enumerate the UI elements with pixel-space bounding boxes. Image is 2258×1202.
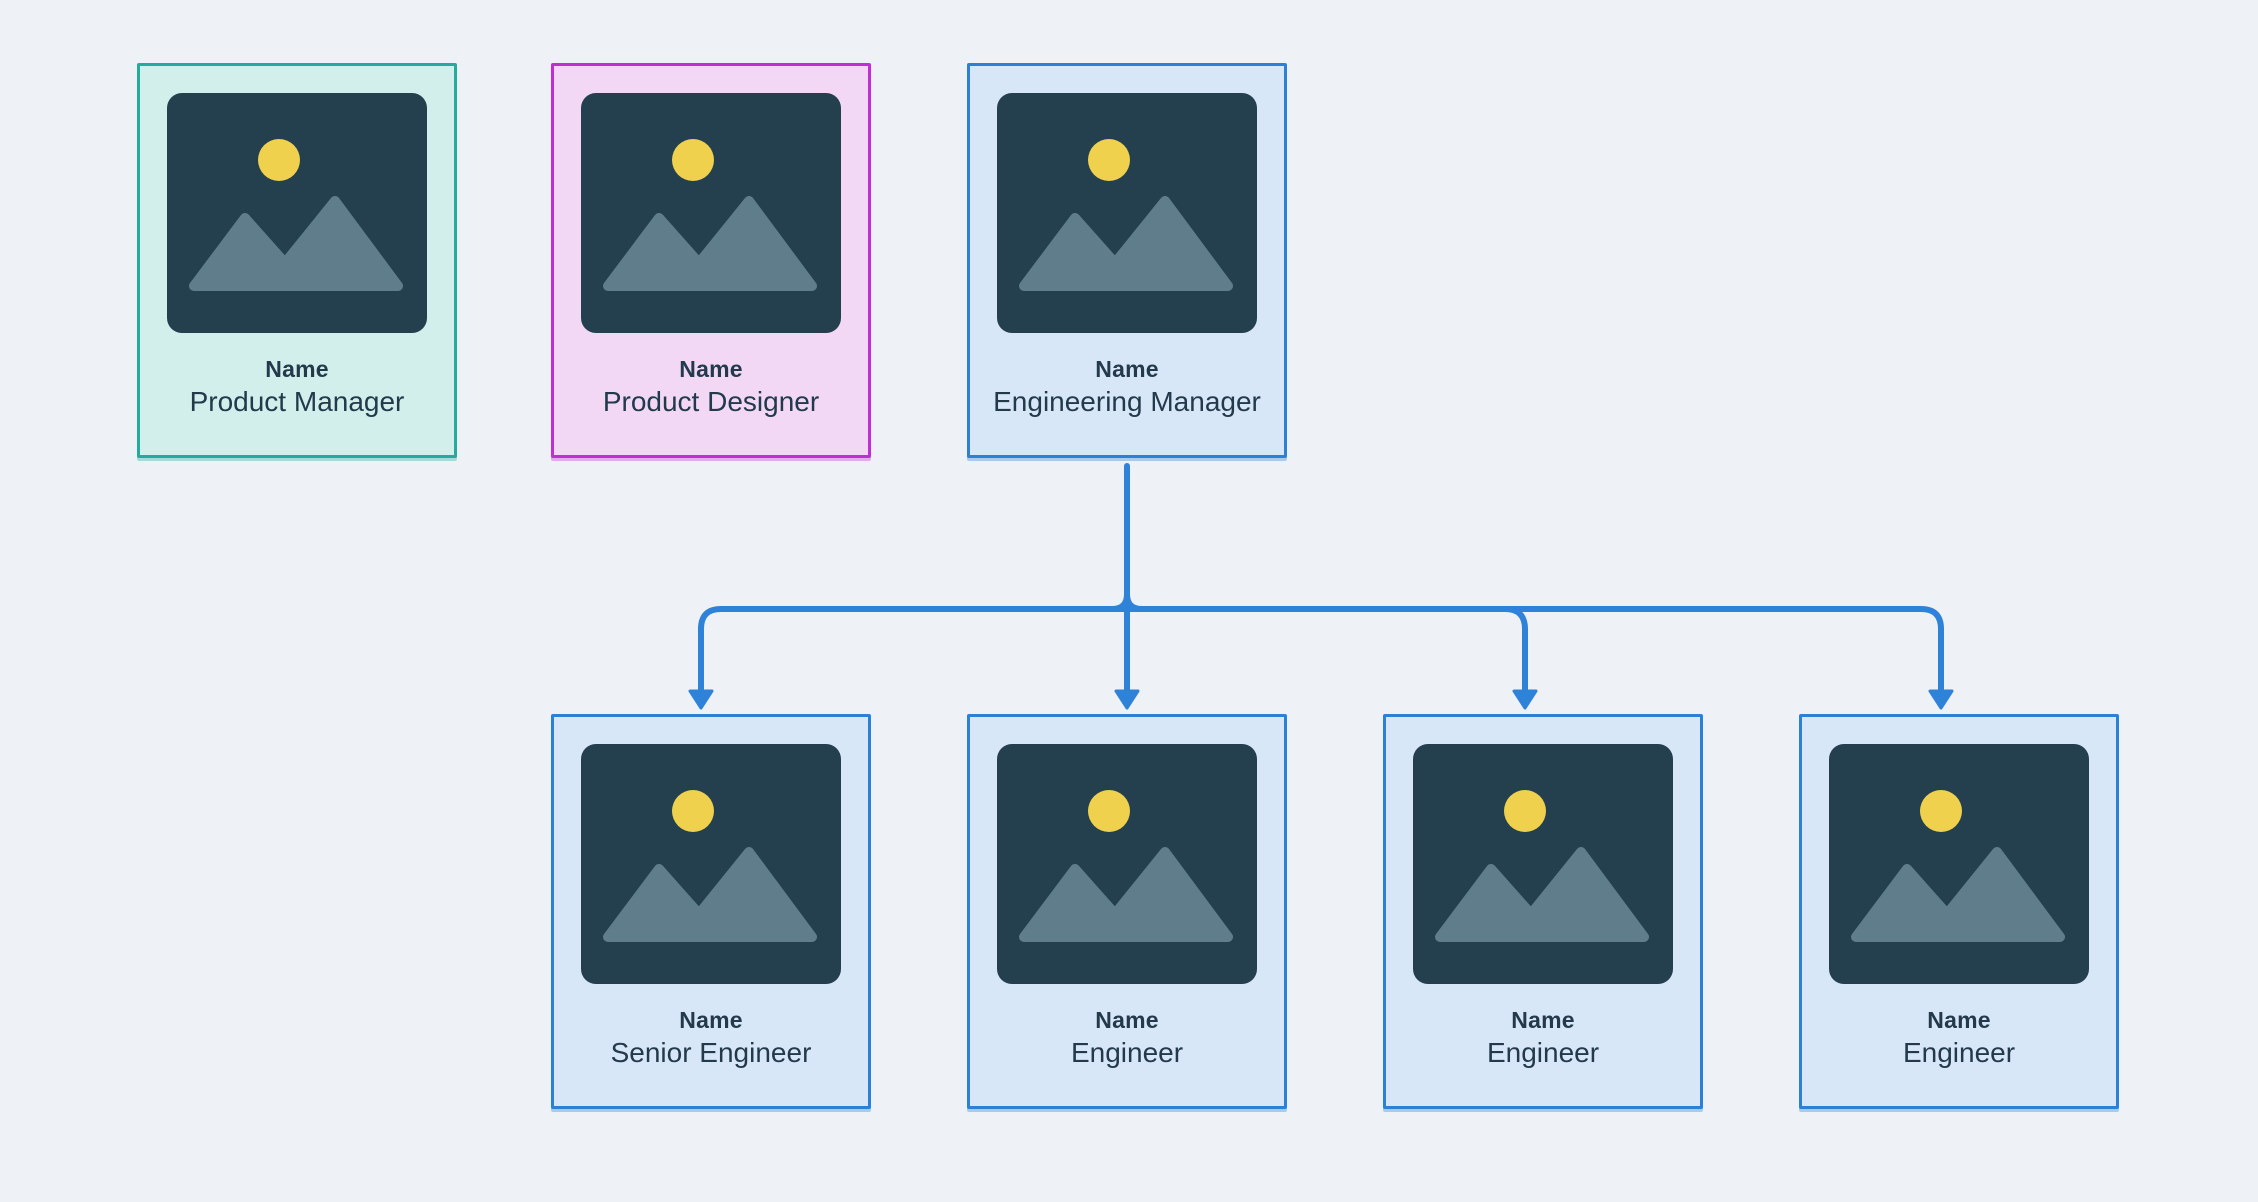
sun-icon [1088, 790, 1130, 832]
photo-frame [1829, 744, 2089, 984]
node-name-label: Name [679, 356, 743, 382]
image-placeholder-icon [167, 93, 427, 333]
mountains-icon [1019, 847, 1233, 942]
sun-icon [258, 139, 300, 181]
node-role-label: Engineer [1902, 1037, 2016, 1068]
photo-frame [1413, 744, 1673, 984]
node-name-label: Name [1095, 1007, 1159, 1033]
mountains-icon [603, 196, 817, 291]
org-node-engineer-1[interactable]: Name Engineer [967, 714, 1287, 1109]
image-placeholder-icon [581, 744, 841, 984]
arrowhead-senior-engineer[interactable] [688, 689, 714, 710]
node-name-label: Name [1927, 1007, 1991, 1033]
mountains-icon [189, 196, 403, 291]
node-role-label: Product Designer [602, 386, 820, 417]
image-placeholder-icon [1413, 744, 1673, 984]
arrowhead-engineer-3[interactable] [1928, 689, 1954, 710]
arrowhead-engineer-2[interactable] [1512, 689, 1538, 710]
sun-icon [672, 139, 714, 181]
sun-icon [1088, 139, 1130, 181]
mountains-icon [1019, 196, 1233, 291]
org-node-senior-engineer[interactable]: Name Senior Engineer [551, 714, 871, 1109]
node-role-label: Product Manager [189, 386, 405, 417]
image-placeholder-icon [997, 744, 1257, 984]
mountains-icon [603, 847, 817, 942]
arrowhead-engineer-1[interactable] [1114, 689, 1140, 710]
mountains-icon [1851, 847, 2065, 942]
org-node-engineer-3[interactable]: Name Engineer [1799, 714, 2119, 1109]
node-name-label: Name [265, 356, 329, 382]
node-name-label: Name [1095, 356, 1159, 382]
photo-frame [997, 93, 1257, 333]
image-placeholder-icon [997, 93, 1257, 333]
sun-icon [672, 790, 714, 832]
connector-engineering-manager-to-reports[interactable] [688, 463, 1954, 710]
org-node-engineering-manager[interactable]: Name Engineering Manager [967, 63, 1287, 458]
org-node-product-manager[interactable]: Name Product Manager [137, 63, 457, 458]
node-role-label: Senior Engineer [610, 1037, 812, 1068]
photo-frame [581, 93, 841, 333]
node-role-label: Engineering Manager [993, 386, 1261, 417]
image-placeholder-icon [581, 93, 841, 333]
image-placeholder-icon [1829, 744, 2089, 984]
sun-icon [1920, 790, 1962, 832]
connector-branch-3[interactable] [1502, 606, 1528, 697]
photo-frame [997, 744, 1257, 984]
node-role-label: Engineer [1486, 1037, 1600, 1068]
org-node-product-designer[interactable]: Name Product Designer [551, 63, 871, 458]
photo-frame [581, 744, 841, 984]
connector-bar[interactable] [698, 606, 1944, 697]
mountains-icon [1435, 847, 1649, 942]
photo-frame [167, 93, 427, 333]
node-name-label: Name [1511, 1007, 1575, 1033]
sun-icon [1504, 790, 1546, 832]
node-role-label: Engineer [1070, 1037, 1184, 1068]
org-node-engineer-2[interactable]: Name Engineer [1383, 714, 1703, 1109]
node-name-label: Name [679, 1007, 743, 1033]
